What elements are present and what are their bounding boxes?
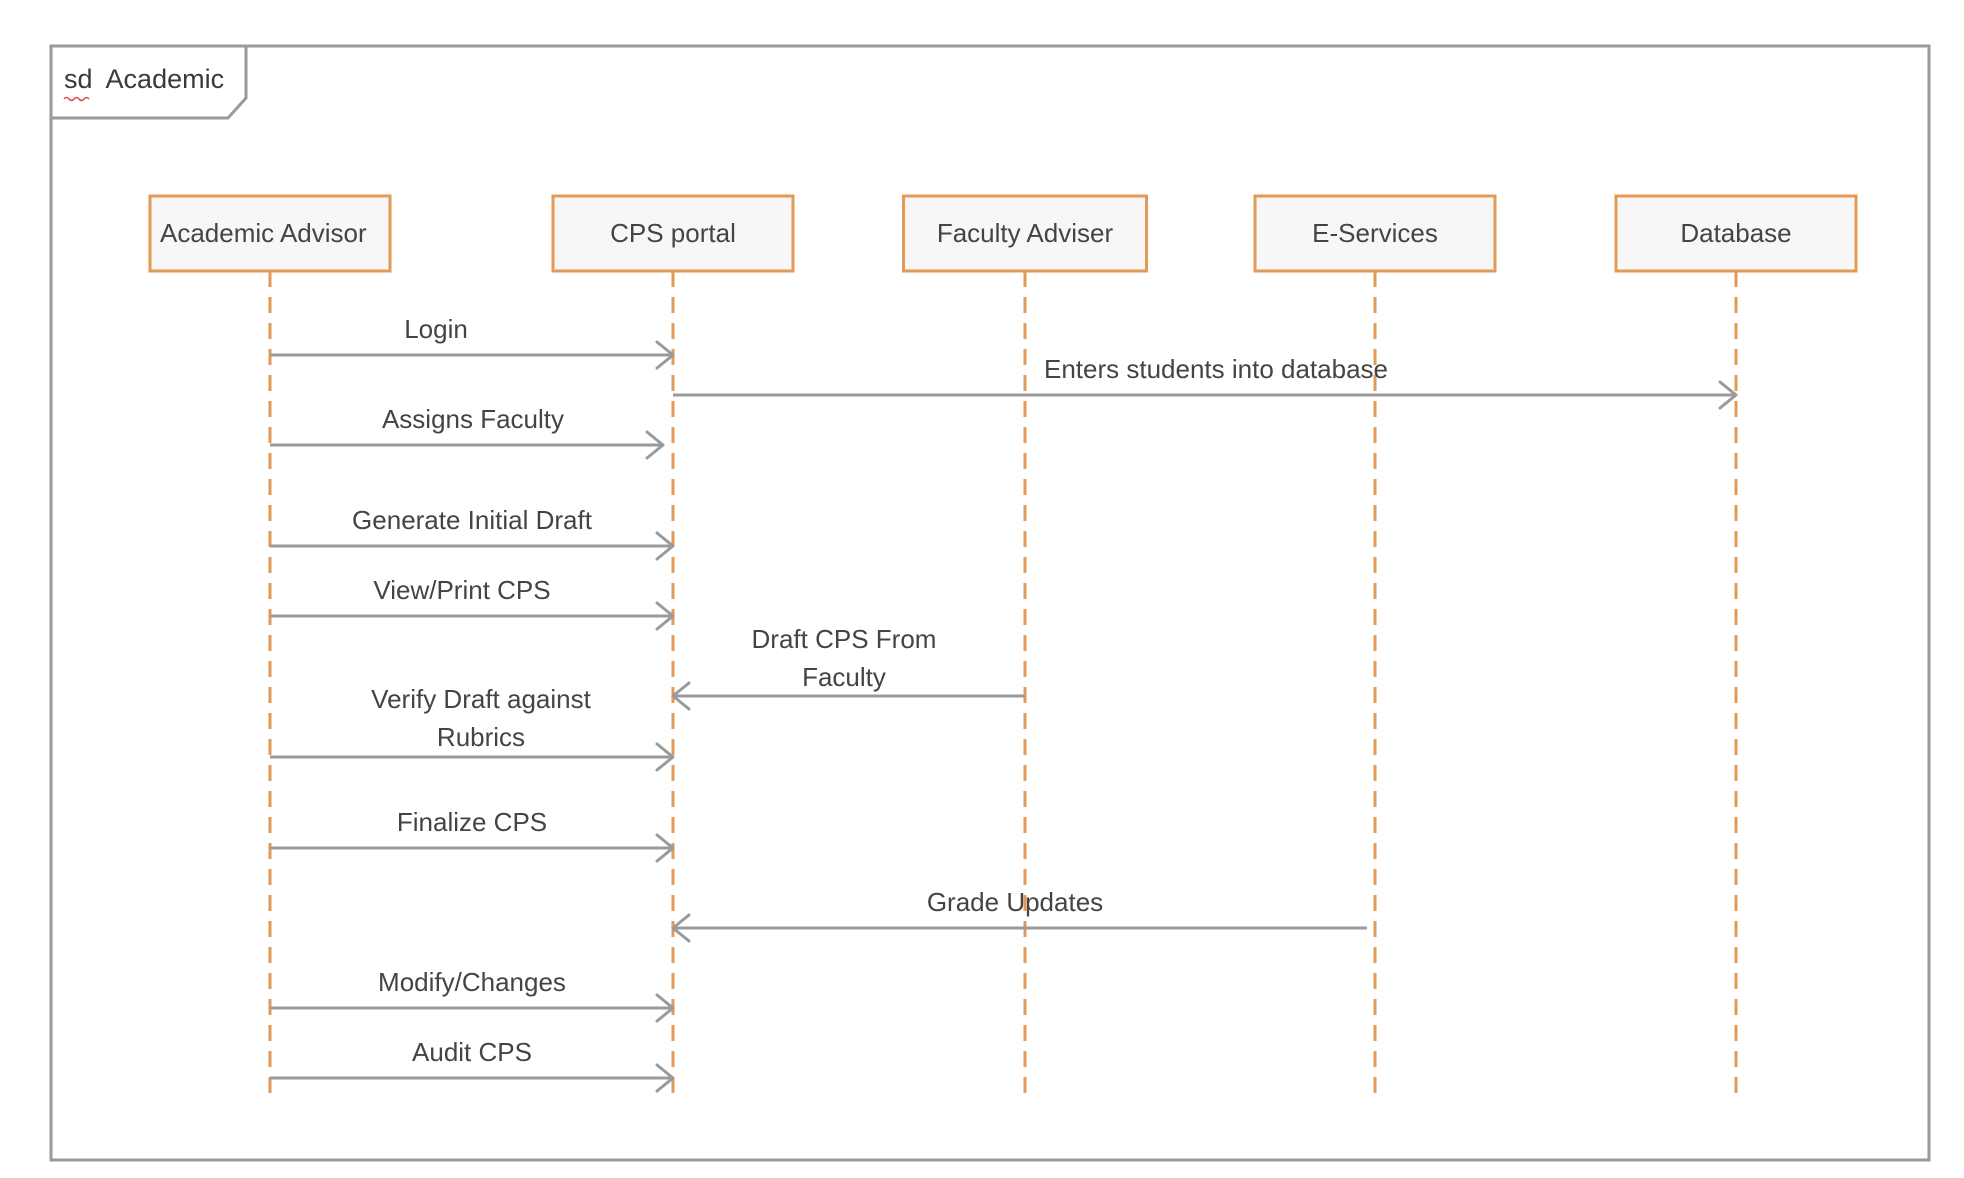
message-audit-cps: Audit CPS <box>270 1037 675 1093</box>
lifeline-faculty-adviser: Faculty Adviser <box>902 194 1148 1102</box>
arrowhead-icon <box>671 913 691 943</box>
message-modify-changes: Modify/Changes <box>270 967 675 1023</box>
message-finalize-cps: Finalize CPS <box>270 807 675 863</box>
lifeline-box <box>1614 194 1858 273</box>
message-label: View/Print CPS <box>373 575 550 605</box>
message-grade-updates: Grade Updates <box>671 887 1367 943</box>
lifeline-label: Faculty Adviser <box>937 218 1114 248</box>
arrowhead-icon <box>655 833 675 863</box>
lifeline-box <box>1253 194 1497 273</box>
message-view-print-cps: View/Print CPS <box>270 575 675 631</box>
interaction-frame <box>49 44 1931 1162</box>
message-label: Audit CPS <box>412 1037 532 1067</box>
message-label: Login <box>404 314 468 344</box>
lifeline-label: Database <box>1680 218 1791 248</box>
lifelines: Academic Advisor CPS portal Faculty Advise… <box>148 194 1858 1102</box>
lifeline-box <box>551 194 795 273</box>
message-label: Generate Initial Draft <box>352 505 593 535</box>
frame-keyword: sd <box>64 64 93 94</box>
arrowhead-icon <box>655 601 675 631</box>
lifeline-box <box>902 194 1148 273</box>
message-label: Finalize CPS <box>397 807 547 837</box>
message-label: Enters students into database <box>1044 354 1388 384</box>
message-label: Modify/Changes <box>378 967 566 997</box>
lifeline-database: Database <box>1614 194 1858 1102</box>
lifeline-label: E-Services <box>1312 218 1438 248</box>
arrowhead-icon <box>671 681 691 711</box>
message-assigns-faculty: Assigns Faculty <box>270 404 665 460</box>
frame-tab: sd Academic <box>49 44 248 120</box>
lifeline-box <box>148 194 392 273</box>
arrowhead-icon <box>1718 380 1738 410</box>
lifeline-cps-portal: CPS portal <box>551 194 795 1102</box>
lifeline-academic-advisor: Academic Advisor <box>148 194 392 1102</box>
lifeline-label: CPS portal <box>610 218 736 248</box>
message-generate-initial-draft: Generate Initial Draft <box>270 505 675 561</box>
arrowhead-icon <box>655 340 675 370</box>
arrowhead-icon <box>645 430 665 460</box>
message-enters-students: Enters students into database <box>673 354 1738 410</box>
arrowhead-icon <box>655 993 675 1023</box>
arrowhead-icon <box>655 1063 675 1093</box>
lifeline-label: Academic Advisor <box>160 218 367 248</box>
svg-text:sd Academic: sd Academic <box>64 64 224 94</box>
frame-name: Academic <box>106 64 225 94</box>
lifeline-e-services: E-Services <box>1253 194 1497 1102</box>
message-label: Assigns Faculty <box>382 404 564 434</box>
message-label: Grade Updates <box>927 887 1103 917</box>
spellcheck-squiggle <box>63 96 90 102</box>
arrowhead-icon <box>655 742 675 772</box>
arrowhead-icon <box>655 531 675 561</box>
message-login: Login <box>270 314 675 370</box>
